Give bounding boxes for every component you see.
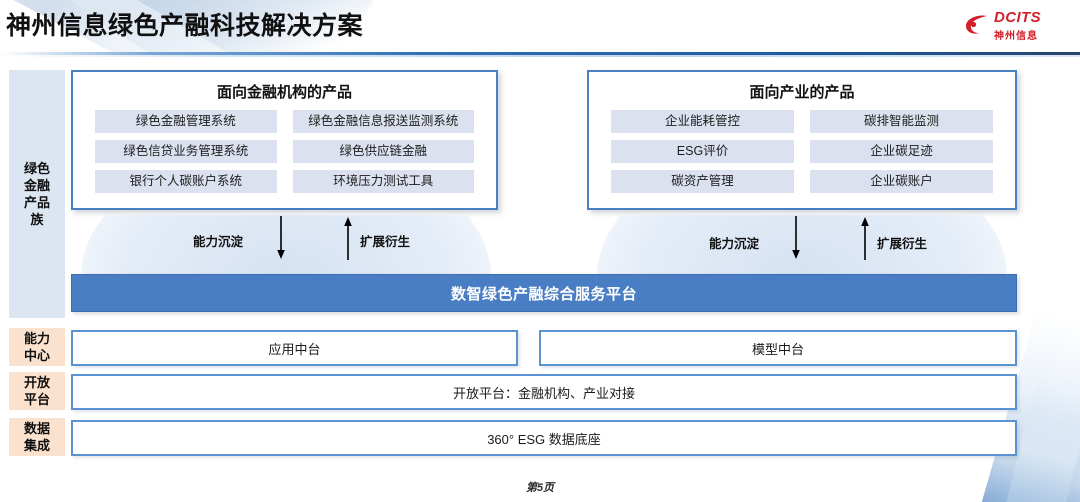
panel-product-grid: 企业能耗管控 碳排智能监测 ESG评价 企业碳足迹 碳资产管理 企业碳账户: [589, 102, 1015, 193]
box-open-platform[interactable]: 开放平台：金融机构、产业对接: [71, 374, 1017, 410]
box-label: 模型中台: [751, 341, 804, 357]
product-chip[interactable]: 绿色供应链金融: [292, 140, 474, 163]
product-chip[interactable]: 企业能耗管控: [611, 110, 794, 133]
logo-wordmark: DCITS: [994, 9, 1041, 26]
header-divider-soft: [0, 55, 1080, 57]
sidebar-item-open-platform: 开放平台: [9, 372, 65, 410]
dome-decoration-right: [587, 215, 1017, 277]
flow-label-expansion-derivation-right: 扩展衍生: [877, 237, 928, 251]
header-divider: [0, 52, 1080, 55]
product-chip[interactable]: 碳排智能监测: [810, 110, 993, 133]
sidebar-item-green-finance-product-family: 绿色金融产品族: [9, 70, 65, 318]
box-label: 开放平台：金融机构、产业对接: [452, 385, 635, 401]
product-chip[interactable]: 企业碳足迹: [810, 140, 993, 163]
product-chip[interactable]: 碳资产管理: [611, 170, 794, 193]
sidebar-item-capability-center: 能力中心: [9, 328, 65, 366]
brand-logo: DCITS 神州信息: [964, 8, 1068, 44]
page-title: 神州信息绿色产融科技解决方案: [6, 12, 364, 40]
box-application-midplatform[interactable]: 应用中台: [71, 330, 518, 366]
dome-decoration-left: [71, 215, 501, 277]
product-chip[interactable]: 环境压力测试工具: [292, 170, 474, 193]
product-chip[interactable]: 企业碳账户: [810, 170, 993, 193]
panel-industry-products: 面向产业的产品 企业能耗管控 碳排智能监测 ESG评价 企业碳足迹 碳资产管理 …: [587, 70, 1017, 210]
flow-label-capability-precipitation-left: 能力沉淀: [193, 235, 244, 249]
platform-label: 数智绿色产融综合服务平台: [450, 285, 637, 303]
arrow-up-icon-left: [343, 216, 353, 260]
panel-title: 面向金融机构的产品: [216, 84, 352, 101]
rail-label: 绿色金融产品族: [23, 161, 50, 227]
rail-label: 开放平台: [23, 375, 50, 407]
panel-title: 面向产业的产品: [749, 84, 855, 101]
flow-label-capability-precipitation-right: 能力沉淀: [709, 237, 760, 251]
dcits-swoosh-icon: [964, 12, 990, 38]
product-chip[interactable]: 银行个人碳账户系统: [95, 170, 277, 193]
box-data-foundation[interactable]: 360° ESG 数据底座: [71, 420, 1017, 456]
arrow-up-icon-right: [860, 216, 870, 260]
page-number: 第5页: [525, 482, 555, 494]
dome-shape: [81, 215, 491, 277]
product-chip[interactable]: ESG评价: [611, 140, 794, 163]
rail-label: 数据集成: [23, 421, 50, 453]
slide-header: 神州信息绿色产融科技解决方案: [0, 0, 1080, 56]
box-model-midplatform[interactable]: 模型中台: [539, 330, 1017, 366]
sidebar-item-data-integration: 数据集成: [9, 418, 65, 456]
arrow-down-icon-left: [276, 216, 286, 260]
rail-label: 能力中心: [23, 331, 50, 363]
box-label: 应用中台: [268, 341, 321, 357]
dome-shape: [597, 215, 1007, 277]
panel-financial-institution-products: 面向金融机构的产品 绿色金融管理系统 绿色金融信息报送监测系统 绿色信贷业务管理…: [71, 70, 498, 210]
product-chip[interactable]: 绿色信贷业务管理系统: [95, 140, 277, 163]
product-chip[interactable]: 绿色金融信息报送监测系统: [292, 110, 474, 133]
platform-bar[interactable]: 数智绿色产融综合服务平台: [71, 274, 1017, 312]
flow-label-expansion-derivation-left: 扩展衍生: [360, 235, 411, 249]
logo-subtitle: 神州信息: [994, 31, 1038, 42]
product-chip[interactable]: 绿色金融管理系统: [95, 110, 277, 133]
arrow-down-icon-right: [791, 216, 801, 260]
box-label: 360° ESG 数据底座: [487, 431, 601, 447]
panel-product-grid: 绿色金融管理系统 绿色金融信息报送监测系统 绿色信贷业务管理系统 绿色供应链金融…: [73, 102, 496, 193]
